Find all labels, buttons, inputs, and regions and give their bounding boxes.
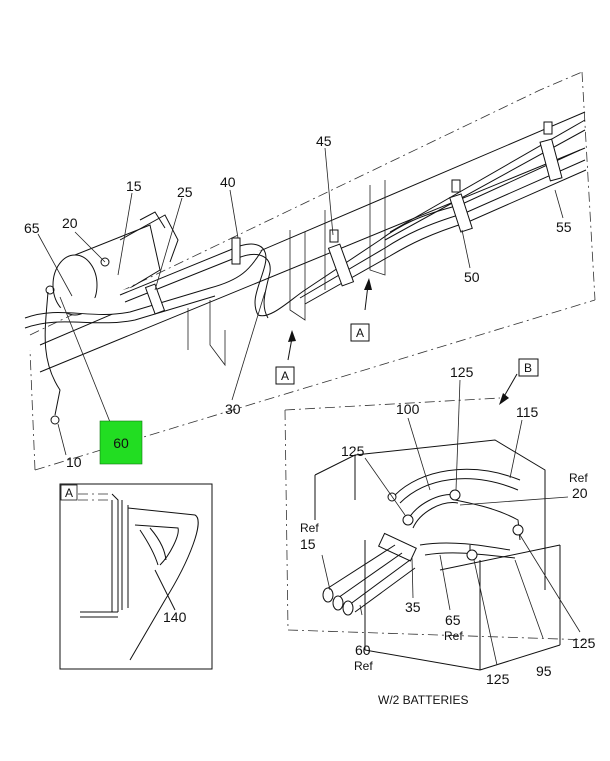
callout-25: 25 xyxy=(177,184,193,200)
view-a-tag-2: A xyxy=(356,326,364,340)
view-a-tag-box-1 xyxy=(275,366,295,385)
callout-50: 50 xyxy=(464,269,480,285)
callout-20-ref: 20 xyxy=(572,485,588,501)
callout-10: 10 xyxy=(66,454,82,470)
view-b-tag: B xyxy=(524,361,532,375)
view-b-tag-box xyxy=(518,358,539,377)
callout-15: 15 xyxy=(126,178,142,194)
starter-motor xyxy=(45,211,179,316)
caption-w2-batteries: W/2 BATTERIES xyxy=(378,693,468,707)
callout-55: 55 xyxy=(556,219,572,235)
detail-b-view xyxy=(284,397,591,671)
callout-60-detail: 60 xyxy=(355,642,371,658)
leader-lines-detail-b xyxy=(321,379,581,666)
callout-125-right: 125 xyxy=(572,635,596,651)
ref-label-20: Ref xyxy=(569,471,588,485)
callout-125-top: 125 xyxy=(450,364,474,380)
callout-45: 45 xyxy=(316,133,332,149)
detail-a-view xyxy=(59,483,213,670)
callout-115: 115 xyxy=(516,404,539,420)
callout-30: 30 xyxy=(225,401,241,417)
callout-15-ref: 15 xyxy=(300,536,316,552)
leader-lines-main xyxy=(37,147,564,456)
detail-a-tag: A xyxy=(65,486,73,500)
view-a-tag-1: A xyxy=(281,369,289,383)
view-a-tag-box-2 xyxy=(350,323,370,342)
callout-60-highlighted[interactable]: 60 xyxy=(113,435,129,451)
ref-label-65: Ref xyxy=(444,629,463,643)
ref-label-60: Ref xyxy=(354,659,373,673)
callout-65: 65 xyxy=(24,220,40,236)
callout-65-detail: 65 xyxy=(445,612,461,628)
callout-125-left: 125 xyxy=(341,443,365,459)
callout-60-highlight-box[interactable] xyxy=(99,420,143,465)
ref-label-15: Ref xyxy=(300,521,319,535)
frame-rail xyxy=(29,71,596,471)
callout-125-bottom: 125 xyxy=(486,671,510,687)
callout-40: 40 xyxy=(220,174,236,190)
callout-100: 100 xyxy=(396,401,420,417)
callout-35: 35 xyxy=(405,599,421,615)
callout-140: 140 xyxy=(163,609,187,625)
callout-20: 20 xyxy=(62,215,78,231)
cable-bundle xyxy=(24,119,587,425)
callout-95: 95 xyxy=(536,663,552,679)
